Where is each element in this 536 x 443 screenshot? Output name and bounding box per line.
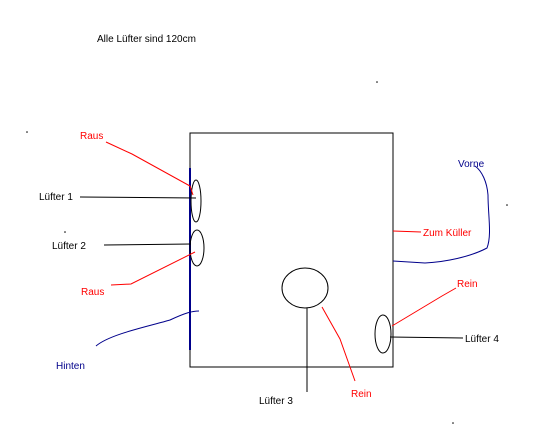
- rein-right-pointer: [391, 287, 457, 327]
- case-box: [189, 132, 394, 368]
- stray-dot: [452, 422, 454, 424]
- label-hinten: Hinten: [56, 361, 85, 372]
- label-rein-bottom: Rein: [351, 389, 372, 400]
- hinten-pointer-line: [95, 310, 200, 347]
- label-luefter-4: Lüfter 4: [465, 334, 499, 345]
- label-zum-kueller: Zum Küller: [423, 228, 472, 239]
- stray-dot: [376, 81, 378, 83]
- fan-3: [281, 267, 329, 309]
- stray-dot: [64, 231, 66, 233]
- luefter-2-pointer: [103, 243, 192, 246]
- label-raus-top: Raus: [80, 131, 103, 142]
- title-text: Alle Lüfter sind 120cm: [97, 34, 196, 45]
- label-luefter-1: Lüfter 1: [39, 192, 73, 203]
- label-luefter-3: Lüfter 3: [259, 396, 293, 407]
- label-vorne: Vorne: [458, 159, 485, 170]
- rein-bottom-pointer: [321, 306, 356, 382]
- label-rein-right: Rein: [457, 279, 478, 290]
- fan-1: [190, 179, 202, 223]
- fan-2: [189, 229, 205, 267]
- label-luefter-2: Lüfter 2: [52, 241, 86, 252]
- luefter-1-pointer: [79, 196, 197, 199]
- raus-bottom-pointer: [110, 251, 196, 286]
- zum-kueller-pointer: [392, 230, 422, 233]
- raus-top-pointer: [105, 141, 194, 196]
- luefter-4-pointer: [389, 336, 464, 339]
- label-raus-bottom: Raus: [81, 287, 104, 298]
- stray-dot: [26, 131, 28, 133]
- vorne-pointer-line: [392, 165, 491, 264]
- stray-dot: [506, 204, 508, 206]
- fan-4: [374, 314, 392, 354]
